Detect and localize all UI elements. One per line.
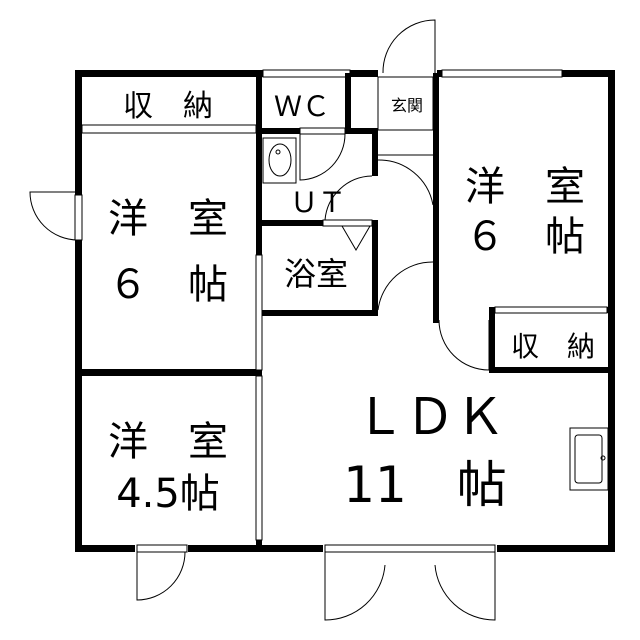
bottom-left-door <box>136 551 186 601</box>
bottom-window <box>324 544 496 553</box>
wc-door-swing <box>299 133 346 181</box>
entrance-label: 玄関 <box>391 96 423 115</box>
ldk-size: 11 帖 <box>343 456 507 514</box>
washbasin <box>262 137 297 184</box>
storage-top-left-label: 収 納 <box>123 89 213 124</box>
wc-window <box>262 69 351 78</box>
western-45-name: 洋 室 <box>108 419 228 465</box>
bath-vent <box>341 225 371 251</box>
storage-sliding-door <box>494 306 608 314</box>
storage-right-label: 収 納 <box>511 330 595 363</box>
left-window <box>74 194 83 241</box>
right-room-door-swing <box>377 159 434 206</box>
western-left-6-size: ６ 帖 <box>108 262 228 308</box>
western-right-6-size: ６ 帖 <box>465 214 585 260</box>
entrance-door <box>382 19 436 74</box>
bottom-patio-door <box>324 552 496 621</box>
wc-label: ＷＣ <box>274 90 330 123</box>
western-45-size: 4.5帖 <box>116 471 220 517</box>
left-room-sliding-door <box>255 254 263 371</box>
ldk-name: ＬＤＫ <box>355 388 505 446</box>
interior-walls <box>78 73 612 548</box>
right-room-window <box>441 69 563 78</box>
bath-door <box>322 219 373 227</box>
ldk-door-swing <box>438 319 490 371</box>
wc-door <box>299 127 346 135</box>
kitchen-sink <box>569 427 609 491</box>
left-exterior-door <box>29 191 79 241</box>
ut-door-swing <box>324 175 373 221</box>
closet-sliding-door <box>81 124 257 134</box>
corridor-door-swing <box>377 261 434 311</box>
utility-label: ＵＴ <box>290 186 346 219</box>
bath-label: 浴室 <box>284 255 348 293</box>
western-right-6-name: 洋 室 <box>465 164 585 210</box>
small-room-sliding-door <box>255 375 263 541</box>
western-left-6-name: 洋 室 <box>108 196 228 242</box>
bottom-left-window <box>136 544 188 553</box>
entrance-floor <box>377 76 434 131</box>
